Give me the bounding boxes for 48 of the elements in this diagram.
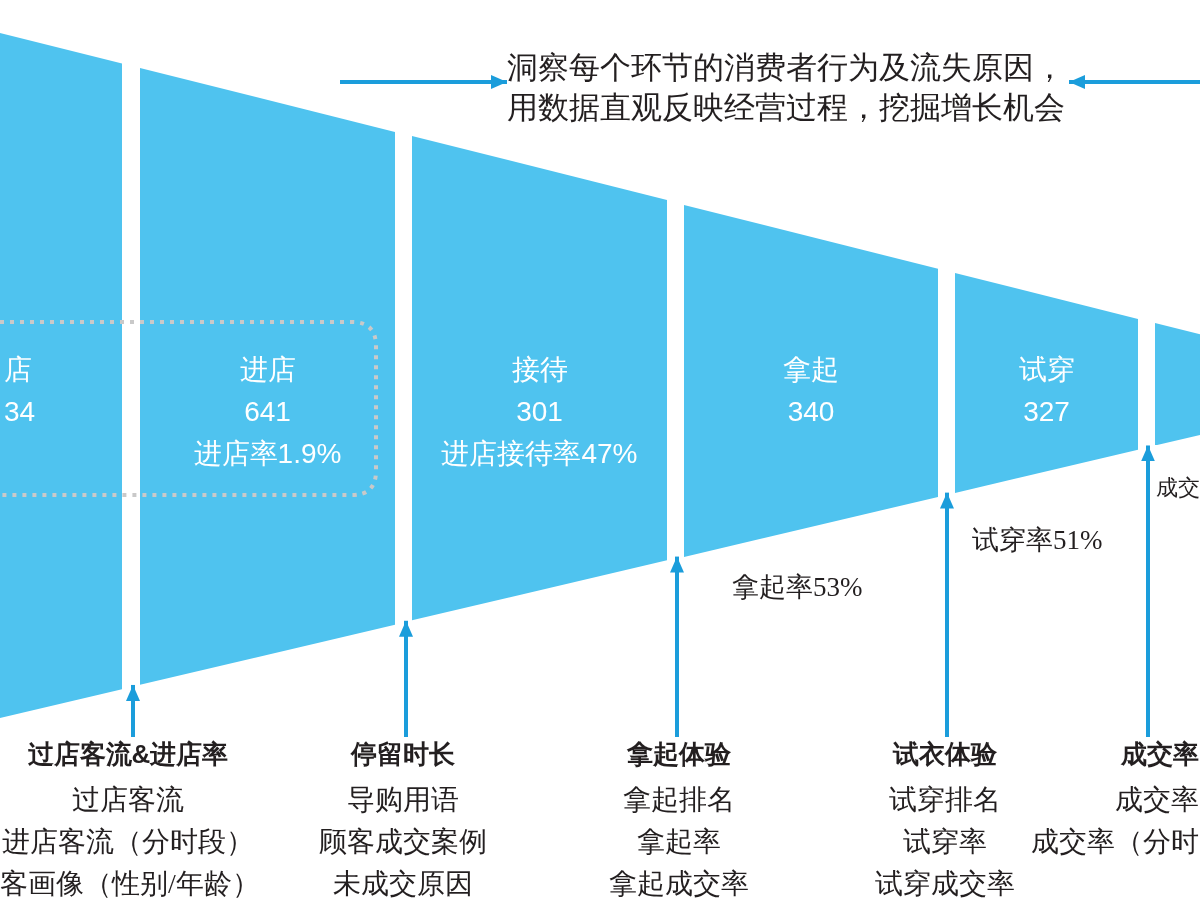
- arrow: [399, 620, 413, 737]
- arrow: [940, 492, 954, 737]
- visitor-count: 641: [244, 395, 291, 429]
- metric-item: 导购用语: [347, 783, 459, 817]
- funnel-stage: [412, 136, 667, 621]
- metric-item: 拿起排名: [623, 783, 735, 817]
- metric-item: 成交率: [1115, 783, 1199, 817]
- metric-heading: 拿起体验: [627, 738, 731, 771]
- arrow: [670, 556, 684, 737]
- metric-item: 试穿排名: [889, 783, 1001, 817]
- stage-name: 进店: [239, 353, 296, 387]
- metric-item: 进店客流（分时段）: [2, 825, 254, 859]
- metric-item: 未成交原因: [333, 867, 473, 900]
- stage-name: 接待: [511, 353, 568, 387]
- metric-heading: 停留时长: [351, 738, 455, 771]
- metric-item: 过店客流: [72, 783, 184, 817]
- rate-label: 成交: [1156, 474, 1200, 502]
- conversion-rate: 进店率1.9%: [193, 437, 342, 471]
- conversion-rate: 进店接待率47%: [441, 437, 638, 471]
- arrow: [126, 684, 140, 737]
- arrow: [1141, 445, 1155, 737]
- metric-item: 顾客成交案例: [319, 825, 487, 859]
- insight-text: 洞察每个环节的消费者行为及流失原因，用数据直观反映经营过程，挖掘增长机会: [507, 48, 1069, 128]
- metric-heading: 成交率: [1121, 738, 1199, 771]
- arrow: [1069, 75, 1200, 89]
- metric-heading: 试衣体验: [893, 738, 997, 771]
- metric-item: 拿起率: [637, 825, 721, 859]
- funnel-stage: [0, 33, 122, 718]
- stage-name: 拿起: [783, 353, 839, 387]
- conversion-rate-label: 拿起率53%: [732, 571, 863, 604]
- metric-item: 客画像（性别/年龄）: [0, 867, 260, 900]
- metric-item: 试穿成交率: [875, 867, 1015, 900]
- visitor-count: 340: [787, 395, 835, 429]
- arrow: [340, 75, 507, 89]
- funnel-stage: [1155, 322, 1200, 446]
- metric-item: 拿起成交率: [609, 867, 749, 900]
- conversion-rate-label: 试穿率51%: [972, 524, 1103, 557]
- visitor-count: 327: [1023, 395, 1070, 429]
- stage-name: 店: [4, 353, 32, 387]
- funnel-stage: [684, 204, 938, 557]
- visitor-count: 301: [516, 395, 563, 429]
- funnel-stage: [140, 68, 395, 685]
- stage-name: 试穿: [1018, 353, 1075, 387]
- metric-item: 成交率（分时: [1031, 825, 1199, 859]
- visitor-count: 34: [4, 395, 36, 429]
- funnel-stage: [955, 272, 1138, 493]
- metric-item: 试穿率: [903, 825, 987, 859]
- metric-heading: 过店客流&进店率: [27, 738, 229, 771]
